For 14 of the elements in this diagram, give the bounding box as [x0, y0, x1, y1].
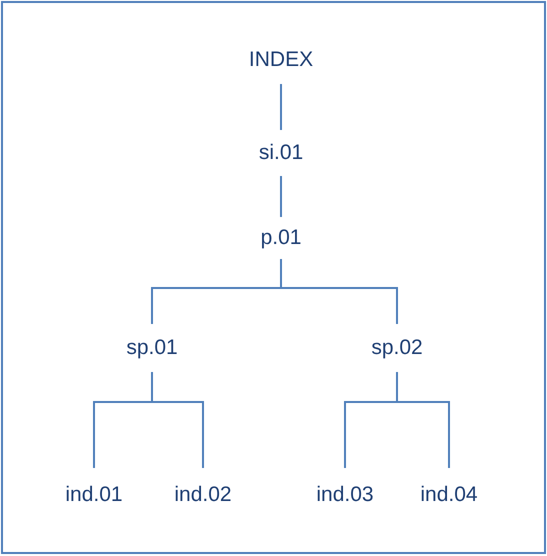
connector-line: [280, 176, 282, 217]
node-label: ind.02: [174, 483, 232, 507]
connector-line: [151, 372, 204, 468]
node-label: ind.04: [420, 483, 478, 507]
node-label: INDEX: [248, 48, 314, 72]
connector-line: [280, 259, 398, 324]
node-label: sp.01: [126, 336, 178, 360]
node-label: si.01: [258, 141, 304, 165]
connector-line: [396, 372, 450, 468]
node-label: ind.01: [65, 483, 123, 507]
connector-line: [280, 84, 282, 130]
node-label: ind.03: [316, 483, 374, 507]
node-label: sp.02: [371, 336, 423, 360]
node-label: p.01: [260, 226, 302, 250]
